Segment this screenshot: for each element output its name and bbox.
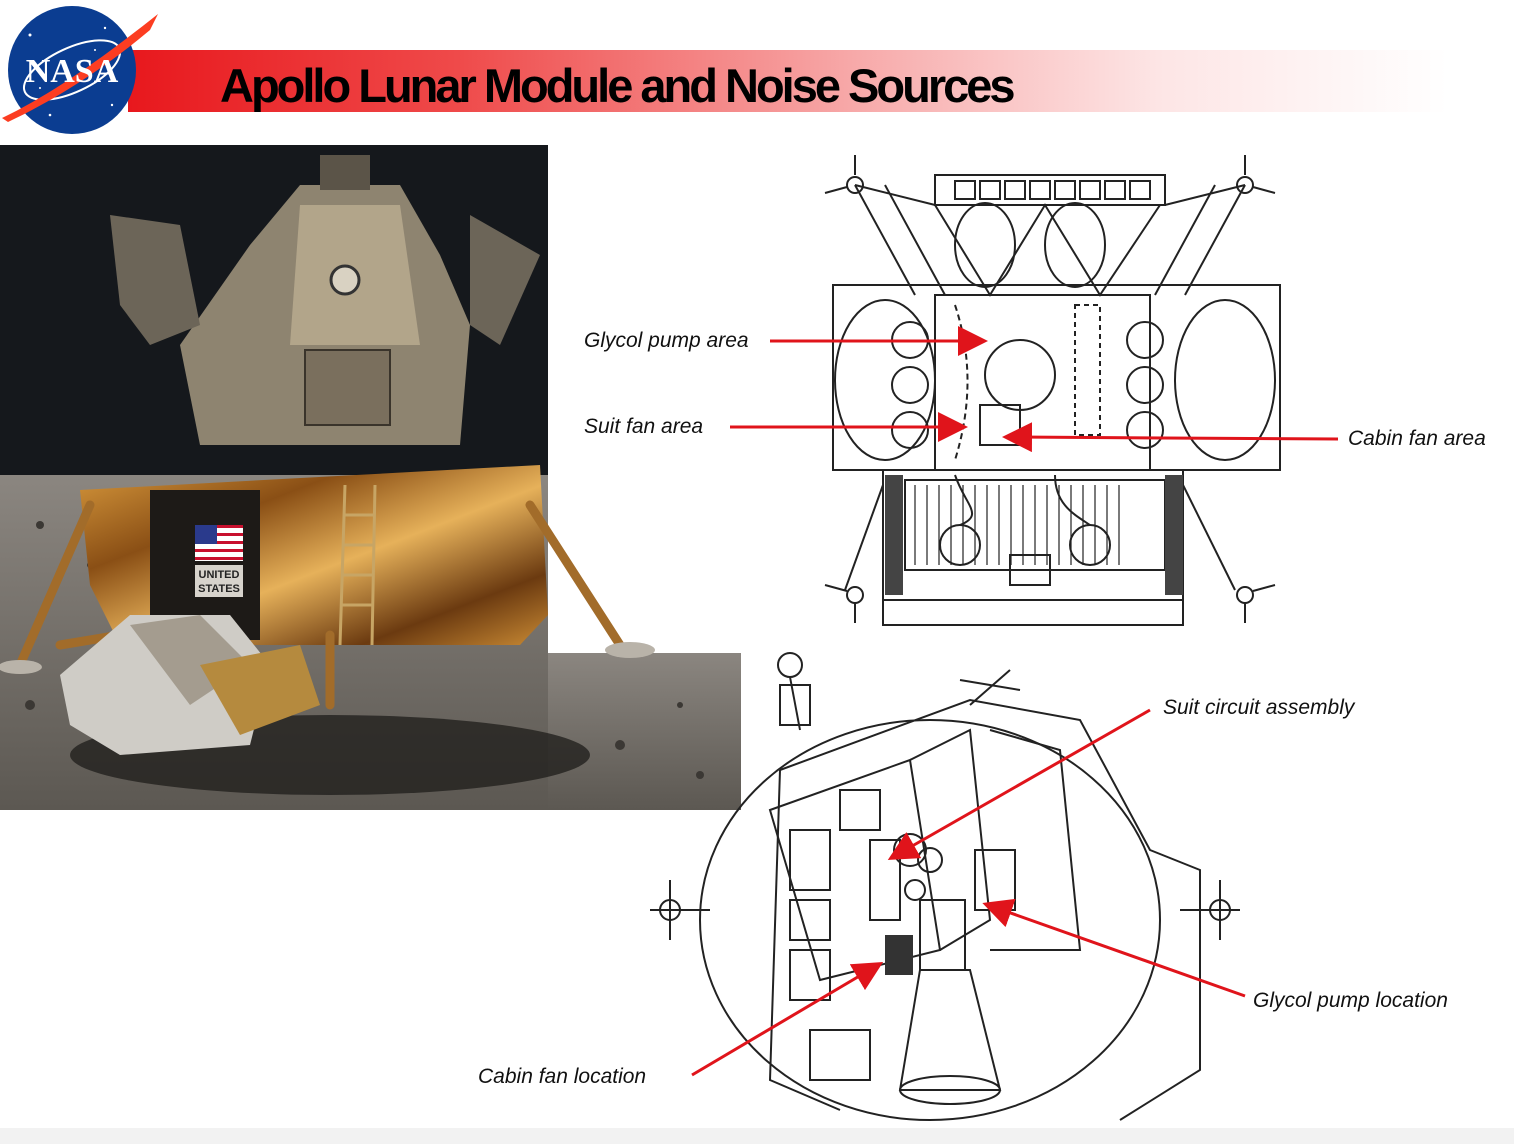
lm-cutaway-diagram (650, 652, 1240, 1121)
arrow-glycol-pump-location (982, 898, 1246, 998)
flag (195, 525, 243, 561)
arrow-cabin-fan-location (691, 961, 884, 1077)
label-cabin-fan-area: Cabin fan area (1348, 427, 1486, 450)
label-cabin-fan-location: Cabin fan location (478, 1065, 647, 1088)
label-glycol-pump-area: Glycol pump area (584, 329, 749, 352)
lunar-module-photo: UNITED STATES (0, 145, 741, 810)
title-bar (128, 50, 1448, 112)
lm-top-view-diagram (824, 155, 1281, 626)
label-suit-fan-area: Suit fan area (584, 415, 704, 438)
page-title: Apollo Lunar Module and Noise Sources (220, 59, 1016, 112)
arrow-suit-circuit-assembly (887, 708, 1151, 860)
label-suit-circuit-assembly: Suit circuit assembly (1163, 696, 1355, 719)
flag-text-line1: UNITED (199, 569, 240, 581)
footer-strip (0, 1128, 1514, 1144)
nasa-logo: NASA (2, 6, 158, 134)
arrow-cabin-fan-area (1002, 422, 1339, 453)
nasa-logo-text: NASA (26, 53, 119, 90)
flag-text-line2: STATES (198, 583, 240, 595)
label-glycol-pump-location: Glycol pump location (1253, 989, 1448, 1012)
